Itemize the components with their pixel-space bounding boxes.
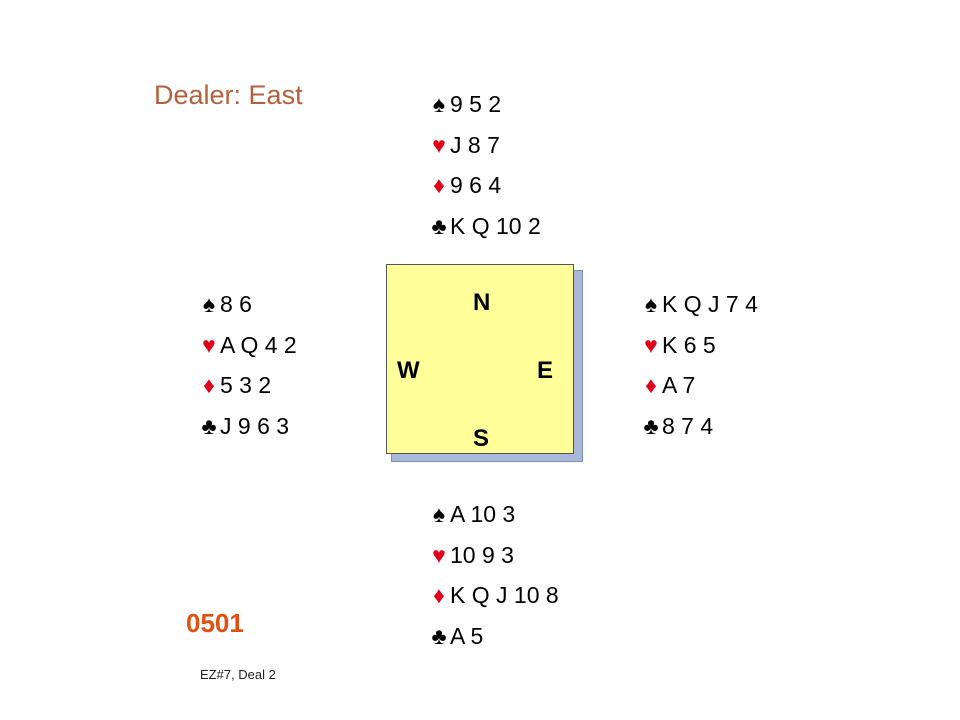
dealer-label: Dealer: East — [154, 80, 303, 110]
east-hearts-cards: K 6 5 — [662, 331, 716, 358]
spade-icon: ♠ — [644, 291, 658, 317]
spade-icon: ♠ — [432, 91, 446, 117]
compass-box: N W E S — [386, 264, 574, 454]
diamond-icon: ♦ — [433, 582, 445, 608]
compass-east: E — [537, 357, 554, 384]
west-clubs: ♣J 9 6 3 — [198, 406, 297, 447]
south-diamonds: ♦K Q J 10 8 — [428, 575, 559, 616]
heart-icon: ♥ — [644, 331, 658, 358]
north-spades-cards: 9 5 2 — [450, 91, 502, 117]
north-hand: ♠9 5 2 ♥J 8 7 ♦9 6 4 ♣K Q 10 2 — [428, 84, 541, 247]
west-hand: ♠8 6 ♥A Q 4 2 ♦5 3 2 ♣J 9 6 3 — [198, 284, 297, 447]
diamond-icon: ♦ — [203, 372, 215, 398]
south-spades-cards: A 10 3 — [450, 501, 516, 527]
source-label: EZ#7, Deal 2 — [200, 667, 276, 682]
east-spades: ♠K Q J 7 4 — [640, 284, 758, 325]
north-hearts: ♥J 8 7 — [428, 125, 541, 166]
south-hand: ♠A 10 3 ♥10 9 3 ♦K Q J 10 8 ♣A 5 — [428, 494, 559, 657]
south-clubs: ♣A 5 — [428, 616, 559, 657]
east-clubs-cards: 8 7 4 — [662, 412, 714, 439]
north-clubs-cards: K Q 10 2 — [450, 212, 541, 239]
heart-icon: ♥ — [432, 131, 446, 158]
west-diamonds-cards: 5 3 2 — [220, 372, 272, 398]
compass-south: S — [473, 425, 490, 452]
north-diamonds: ♦9 6 4 — [428, 165, 541, 206]
spade-icon: ♠ — [432, 501, 446, 527]
club-icon: ♣ — [201, 412, 217, 439]
south-hearts-cards: 10 9 3 — [450, 541, 514, 568]
north-hearts-cards: J 8 7 — [450, 131, 500, 158]
east-diamonds: ♦A 7 — [640, 365, 758, 406]
north-diamonds-cards: 9 6 4 — [450, 172, 502, 198]
heart-icon: ♥ — [202, 331, 216, 358]
diamond-icon: ♦ — [433, 172, 445, 198]
heart-icon: ♥ — [432, 541, 446, 568]
south-clubs-cards: A 5 — [450, 622, 484, 649]
west-spades: ♠8 6 — [198, 284, 297, 325]
south-diamonds-cards: K Q J 10 8 — [450, 582, 559, 608]
east-clubs: ♣8 7 4 — [640, 406, 758, 447]
compass-west: W — [397, 357, 420, 384]
spade-icon: ♠ — [202, 291, 216, 317]
west-hearts: ♥A Q 4 2 — [198, 325, 297, 366]
diamond-icon: ♦ — [645, 372, 657, 398]
compass-north: N — [473, 289, 491, 316]
west-spades-cards: 8 6 — [220, 291, 252, 317]
deal-number: 0501 — [186, 608, 244, 638]
north-clubs: ♣K Q 10 2 — [428, 206, 541, 247]
east-diamonds-cards: A 7 — [662, 372, 696, 398]
club-icon: ♣ — [643, 412, 659, 439]
club-icon: ♣ — [431, 212, 447, 239]
east-hearts: ♥K 6 5 — [640, 325, 758, 366]
east-spades-cards: K Q J 7 4 — [662, 291, 758, 317]
east-hand: ♠K Q J 7 4 ♥K 6 5 ♦A 7 ♣8 7 4 — [640, 284, 758, 447]
west-clubs-cards: J 9 6 3 — [220, 412, 290, 439]
north-spades: ♠9 5 2 — [428, 84, 541, 125]
club-icon: ♣ — [431, 622, 447, 649]
west-diamonds: ♦5 3 2 — [198, 365, 297, 406]
south-hearts: ♥10 9 3 — [428, 535, 559, 576]
west-hearts-cards: A Q 4 2 — [220, 331, 297, 358]
south-spades: ♠A 10 3 — [428, 494, 559, 535]
